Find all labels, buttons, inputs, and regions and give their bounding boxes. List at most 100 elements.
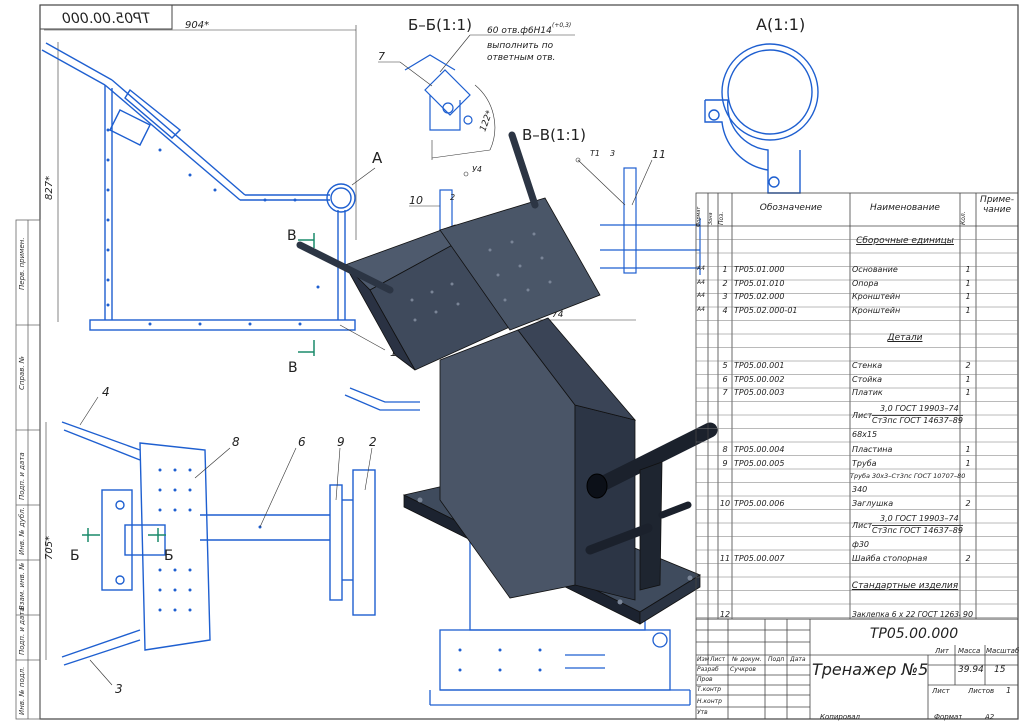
tb-format-label: Формат xyxy=(934,713,963,721)
tb-tkontr: Т.контр xyxy=(697,686,722,693)
title-block-grid xyxy=(695,618,1019,720)
section-bb-note2: выполнить по xyxy=(487,41,554,51)
left-binding-strip xyxy=(15,219,41,720)
pos-2: 2 xyxy=(369,435,377,449)
label-v2: B xyxy=(288,360,298,376)
tb-date: Дата xyxy=(790,656,806,663)
mat9-line: Труба 30х3–Ст3пс ГОСТ 10707–80 xyxy=(850,472,966,480)
row-pos: 10 xyxy=(719,499,731,508)
tb-mass-label: Масса xyxy=(958,647,981,655)
row-pos: 6 xyxy=(722,374,728,384)
row-pos: 3 xyxy=(722,292,728,301)
section-bb-title: Б–Б(1:1) xyxy=(408,16,472,34)
section-details: Детали xyxy=(887,333,923,343)
tb-list2: Лист xyxy=(932,687,950,695)
row-code: ТР05.00.007 xyxy=(734,554,785,563)
mat10-top: 3,0 ГОСТ 19903–74 xyxy=(880,514,959,523)
row-name: Заклепка 6 х 22 ГОСТ 12638–80 xyxy=(852,610,960,619)
row-format: А4 xyxy=(697,305,705,313)
tb-nkontr: Н.контр xyxy=(697,698,722,705)
row-code: ТР05.00.004 xyxy=(734,445,785,454)
row-pos: 9 xyxy=(722,458,728,468)
pos-11: 11 xyxy=(652,148,666,161)
row-name: Пластина xyxy=(852,445,893,454)
section-bb-pos: 7 xyxy=(378,50,385,63)
hdr-format: Формат xyxy=(696,206,702,227)
weld-u4: У4 xyxy=(472,165,482,174)
row-code: ТР05.00.003 xyxy=(734,388,785,397)
row-format: А4 xyxy=(697,292,705,299)
title-code: ТР05.00.000 xyxy=(869,626,959,642)
row-name: Основание xyxy=(852,265,898,274)
row-name: Платик xyxy=(852,388,883,397)
pos-10: 10 xyxy=(409,194,423,207)
row-qty: 1 xyxy=(965,458,971,468)
row-name: Кронштейн xyxy=(852,305,901,315)
row-name: Заглушка xyxy=(852,499,894,508)
row-pos: 11 xyxy=(719,554,731,563)
tb-listov: Листов xyxy=(968,687,995,695)
row-name: Шайба стопорная xyxy=(852,554,928,563)
detail-a-title: А(1:1) xyxy=(756,15,805,34)
mat10-bottom: Ст3пс ГОСТ 14637–89 xyxy=(872,525,963,535)
tb-prov: Пров xyxy=(697,676,713,683)
tb-sign: Подп xyxy=(768,656,785,663)
tb-izm: Изм xyxy=(697,656,710,663)
mat10-size: ф30 xyxy=(852,540,870,549)
tb-lit: Лит xyxy=(935,647,949,655)
row-qty: 1 xyxy=(965,265,971,274)
row-code: ТР05.01.010 xyxy=(734,278,785,288)
row-name: Труба xyxy=(852,458,877,468)
dim-height: 827* xyxy=(44,176,55,200)
hdr-name: Наименование xyxy=(870,203,940,213)
section-bb-tol: (+0,3) xyxy=(552,22,571,29)
section-bb-note3: ответным отв. xyxy=(487,53,555,63)
row-pos: 5 xyxy=(722,361,728,370)
row-qty: 1 xyxy=(965,374,971,384)
tb-scale: 15 xyxy=(994,665,1006,675)
weld-t1: Т1 xyxy=(590,149,600,158)
side-label-5: Взам. инв. № xyxy=(18,562,26,610)
pos-4: 4 xyxy=(102,385,110,399)
tb-developer: Сучкров xyxy=(730,666,756,673)
side-label-2: Справ. № xyxy=(18,356,26,390)
row-qty: 1 xyxy=(965,388,971,397)
mat7-size: 68х15 xyxy=(852,430,878,439)
top-view xyxy=(61,421,376,666)
row-qty: 90 xyxy=(962,610,974,619)
tb-utv: Утв xyxy=(697,709,708,716)
dim-705: 705* xyxy=(44,536,55,560)
section-mark-b2: Б xyxy=(164,548,174,564)
mat7-top: 3,0 ГОСТ 19903–74 xyxy=(880,404,959,413)
mat10-prefix: Лист xyxy=(852,521,873,530)
row-qty: 2 xyxy=(965,361,971,370)
tb-sheets: 1 xyxy=(1006,686,1012,695)
section-bb-view xyxy=(404,54,496,160)
model-3d xyxy=(296,131,718,625)
row-code: ТР05.00.006 xyxy=(734,499,785,508)
row-code: ТР05.00.002 xyxy=(734,374,785,384)
hdr-pos: Поз. xyxy=(718,211,725,225)
row-pos: 4 xyxy=(722,305,728,315)
row-qty: 2 xyxy=(965,554,971,563)
tb-mass: 39.94 xyxy=(958,665,984,675)
row-code: ТР05.00.001 xyxy=(734,361,785,370)
pos-9: 9 xyxy=(337,435,345,449)
dim-width: 904* xyxy=(185,20,209,31)
row-code: ТР05.02.000 xyxy=(734,292,785,301)
tb-razrab: Разраб xyxy=(697,666,719,673)
row-code: ТР05.00.005 xyxy=(734,458,785,468)
row-pos: 2 xyxy=(722,278,728,288)
section-bb-note1: 60 отв.ф6Н14 xyxy=(487,26,552,36)
side-label-3: Подп. и дата xyxy=(18,452,26,500)
row-qty: 1 xyxy=(965,278,971,288)
section-mark-b1: Б xyxy=(70,548,80,564)
pos-3: 3 xyxy=(115,682,123,696)
mat7-prefix: Лист xyxy=(852,411,873,420)
mat7-bottom: Ст3пс ГОСТ 14637–89 xyxy=(872,415,963,425)
side-label-4: Инв. № дубл. xyxy=(18,507,26,555)
section-bb-angle: 122* xyxy=(478,109,495,133)
title-name: Тренажер №5 xyxy=(812,660,928,679)
row-pos: 7 xyxy=(722,388,728,397)
